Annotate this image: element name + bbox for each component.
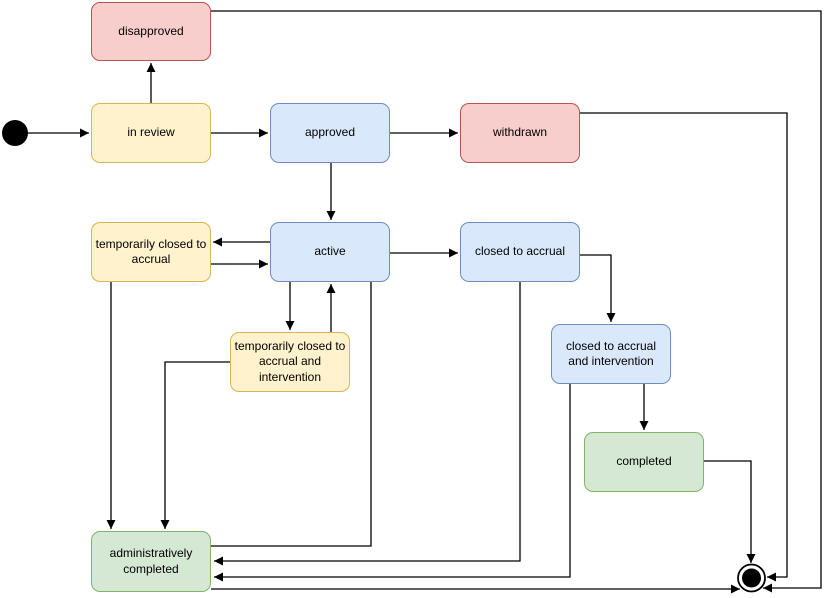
initial-state-node: [2, 120, 28, 146]
state-node-administratively-completed: administratively completed: [91, 531, 211, 592]
state-label-temporarily-closed-to-accrual: temporarily closed to accrual: [95, 236, 207, 266]
terminal-nodes: [2, 120, 766, 593]
edge-closed-to-accrual-and-intervention-to-administratively-completed: [214, 384, 571, 582]
state-node-closed-to-accrual: closed to accrual: [460, 222, 580, 282]
edge-temporarily-closed-to-accrual-and-intervention-to-administratively-completed: [160, 361, 230, 529]
state-label-administratively-completed: administratively completed: [109, 546, 193, 576]
state-label-in-review: in review: [127, 125, 175, 140]
state-label-temporarily-closed-to-accrual-and-intervention: temporarily closed to accrual and interv…: [234, 339, 346, 384]
state-label-closed-to-accrual-and-intervention: closed to accrual and intervention: [565, 338, 657, 368]
transition-edges: [28, 10, 822, 594]
state-node-temporarily-closed-to-accrual-and-intervention: temporarily closed to accrual and interv…: [230, 332, 350, 392]
final-state-node-core: [742, 568, 761, 588]
state-node-approved: approved: [270, 103, 390, 163]
edge-closed-to-accrual-to-closed-to-accrual-and-intervention: [580, 254, 616, 322]
state-node-temporarily-closed-to-accrual: temporarily closed to accrual: [91, 222, 211, 282]
edge-disapproved-to-end: [211, 10, 822, 593]
state-label-approved: approved: [304, 125, 356, 140]
edge-closed-to-accrual-to-administratively-completed: [214, 282, 521, 566]
state-node-closed-to-accrual-and-intervention: closed to accrual and intervention: [551, 324, 671, 384]
state-node-withdrawn: withdrawn: [460, 103, 580, 163]
state-node-active: active: [270, 222, 390, 282]
state-node-in-review: in review: [91, 103, 211, 163]
edge-completed-to-end: [704, 460, 756, 563]
edge-active-to-administratively-completed: [211, 282, 372, 547]
state-label-active: active: [314, 244, 346, 259]
state-label-withdrawn: withdrawn: [492, 125, 548, 140]
edge-withdrawn-to-end: [580, 112, 788, 582]
state-label-disapproved: disapproved: [118, 23, 184, 38]
state-node-disapproved: disapproved: [91, 2, 211, 61]
state-label-closed-to-accrual: closed to accrual: [474, 244, 566, 259]
state-node-completed: completed: [584, 432, 704, 492]
state-label-completed: completed: [616, 454, 672, 469]
